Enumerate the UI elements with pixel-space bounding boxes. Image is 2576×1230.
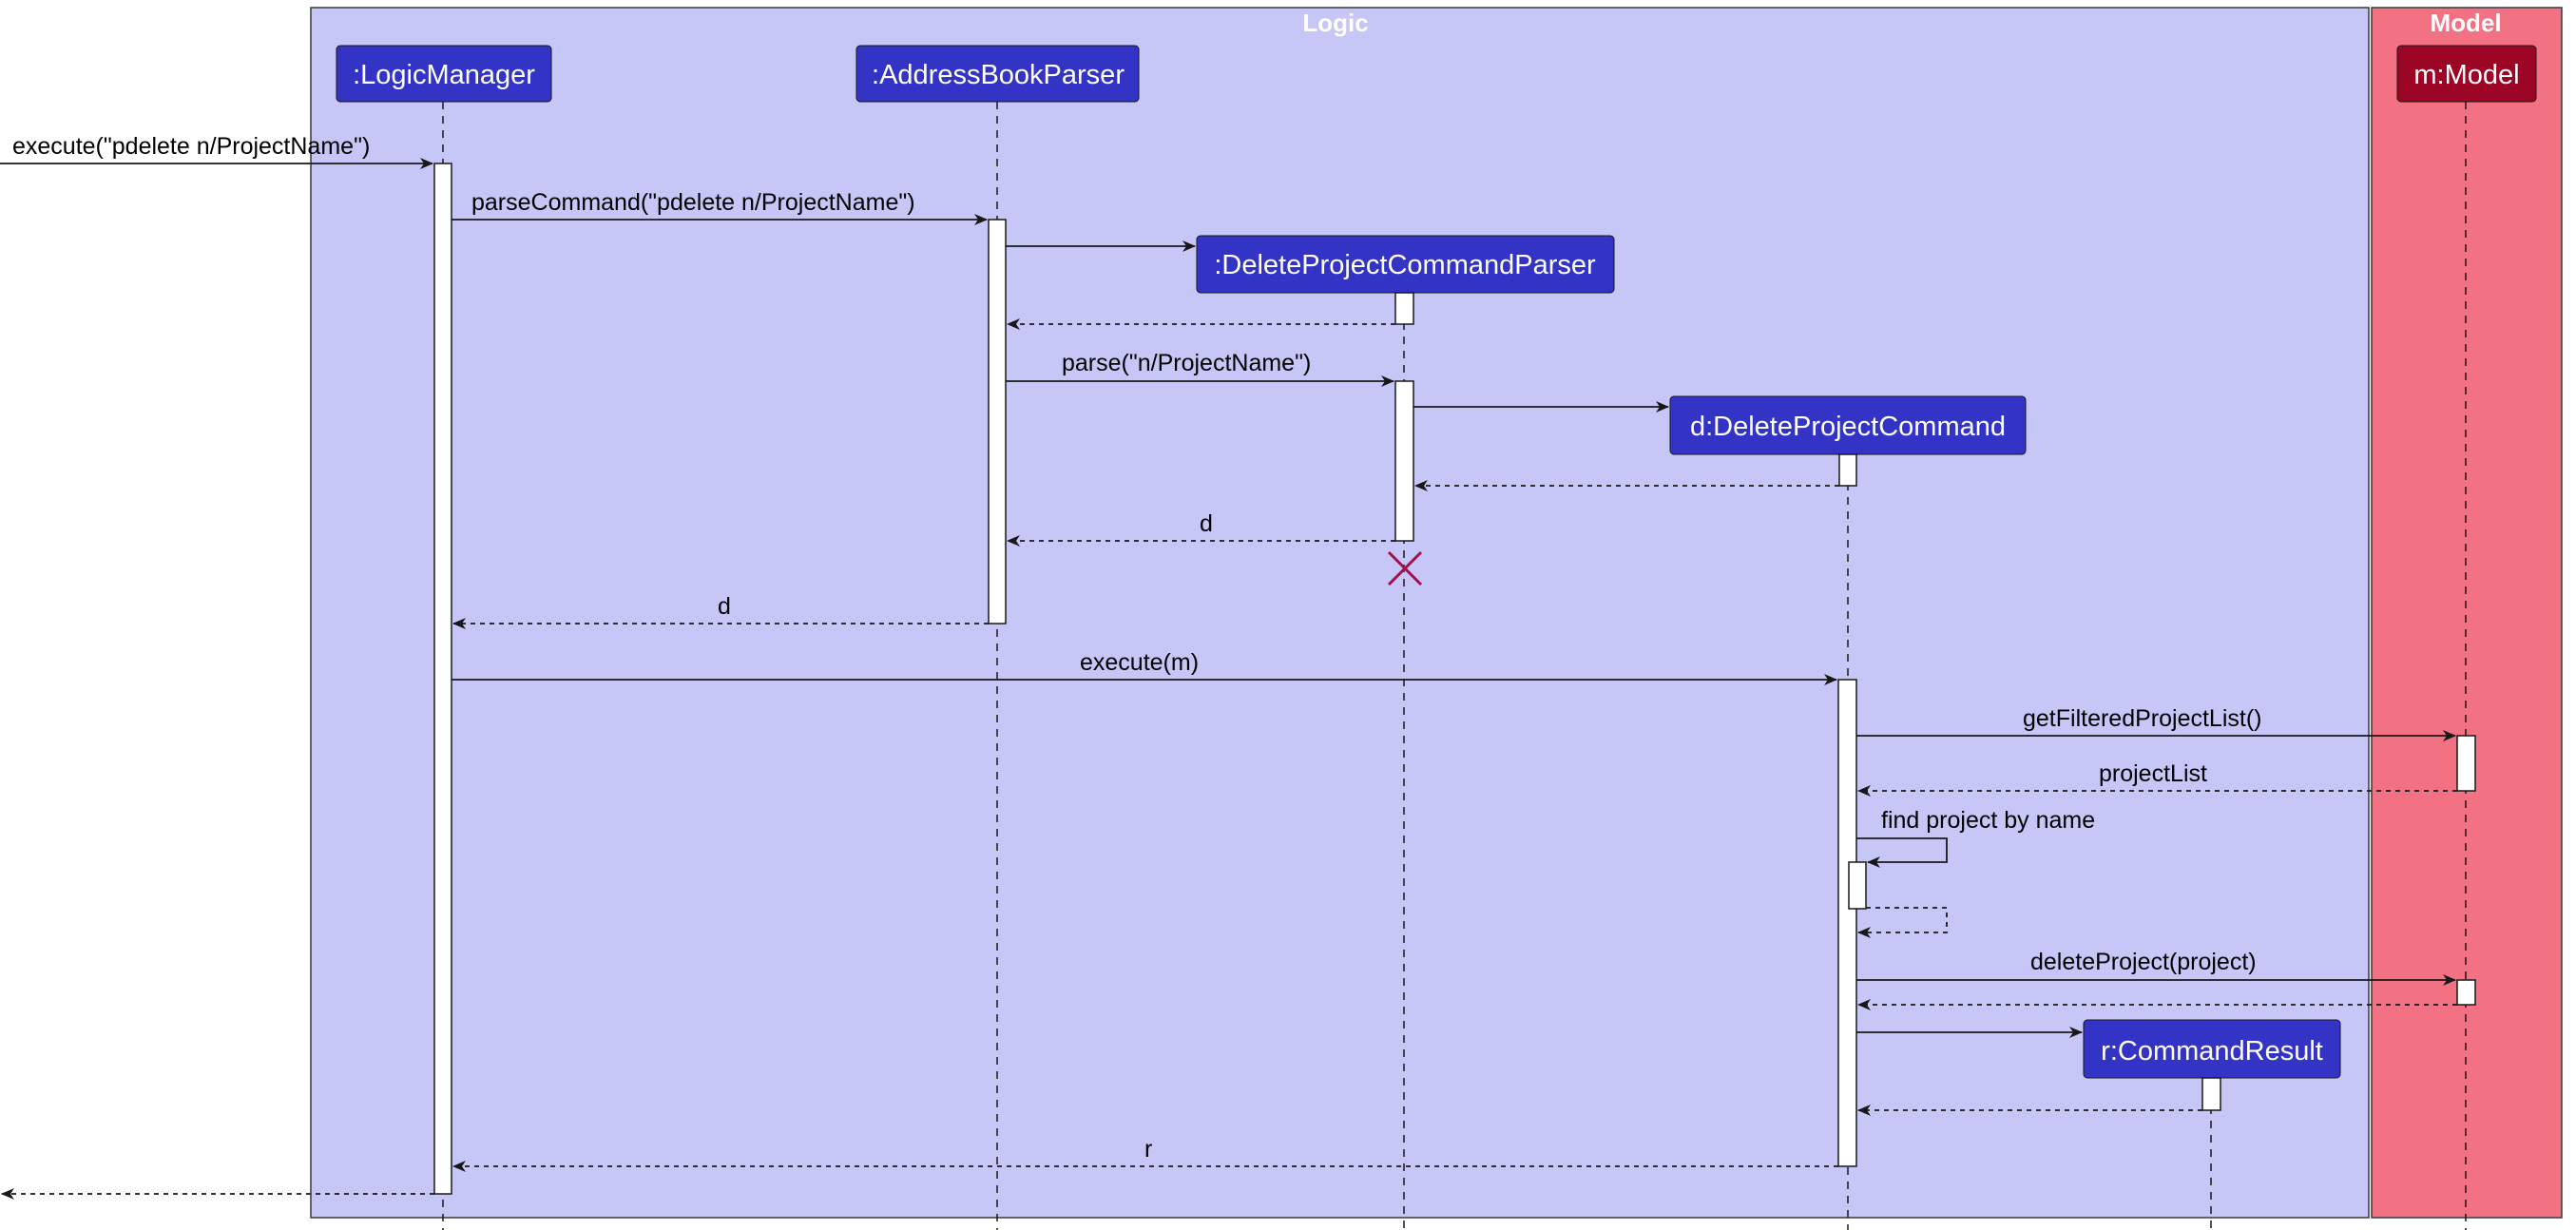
participant-label: m:Model (2413, 60, 2519, 90)
activations (433, 163, 2476, 1195)
activation-model-delete (2456, 979, 2476, 1006)
activation-model-filtered (2456, 735, 2476, 792)
label-return-d-parser: d (1200, 510, 1213, 537)
activation-parser-parse (1394, 380, 1414, 542)
participant-label: :DeleteProjectCommandParser (1214, 250, 1596, 280)
participant-model: m:Model (2396, 45, 2537, 103)
activation-command-result (2201, 1077, 2221, 1111)
participant-address-book-parser: :AddressBookParser (855, 45, 1140, 103)
participant-label: d:DeleteProjectCommand (1690, 412, 2006, 442)
label-return-r: r (1144, 1136, 1152, 1163)
arrow-self-return (1857, 907, 1948, 938)
participant-delete-project-command: d:DeleteProjectCommand (1669, 395, 2027, 455)
participant-label: :LogicManager (353, 60, 535, 90)
participant-delete-project-command-parser: :DeleteProjectCommandParser (1196, 235, 1615, 294)
activation-command-create (1838, 453, 1857, 487)
participant-box (855, 45, 1140, 103)
label-parse: parse("n/ProjectName") (1062, 350, 1311, 376)
activation-logic-manager (433, 163, 452, 1195)
logic-group: Logic (310, 7, 2370, 1219)
label-return-d-manager: d (718, 593, 731, 620)
destroy-mark (1387, 550, 1423, 586)
participant-box (336, 45, 552, 103)
model-group-box (2371, 7, 2563, 1219)
model-group-title: Model (2430, 9, 2501, 37)
label-parse-command: parseCommand("pdelete n/ProjectName") (471, 189, 915, 216)
activation-command-self (1848, 861, 1867, 910)
label-execute-call: execute("pdelete n/ProjectName") (12, 133, 370, 160)
logic-group-title: Logic (1302, 9, 1368, 37)
activation-parser-create (1394, 292, 1414, 325)
label-get-filtered: getFilteredProjectList() (2023, 705, 2261, 732)
participant-label: :AddressBookParser (872, 60, 1125, 90)
participant-box (2396, 45, 2537, 103)
model-group: Model (2371, 7, 2563, 1219)
label-project-list: projectList (2099, 760, 2207, 787)
arrow-self-call (1856, 837, 1948, 868)
message-labels: execute("pdelete n/ProjectName") parseCo… (12, 133, 2261, 1163)
participant-logic-manager: :LogicManager (336, 45, 552, 103)
label-find-project: find project by name (1881, 807, 2095, 834)
messages (0, 158, 2457, 1200)
activation-command-execute (1837, 679, 1857, 1167)
participant-command-result: r:CommandResult (2083, 1019, 2341, 1079)
logic-group-box (310, 7, 2370, 1219)
label-delete-project: deleteProject(project) (2030, 949, 2257, 975)
activation-address-book-parser (988, 219, 1007, 625)
participant-label: r:CommandResult (2101, 1036, 2323, 1067)
label-execute-m: execute(m) (1080, 649, 1199, 676)
